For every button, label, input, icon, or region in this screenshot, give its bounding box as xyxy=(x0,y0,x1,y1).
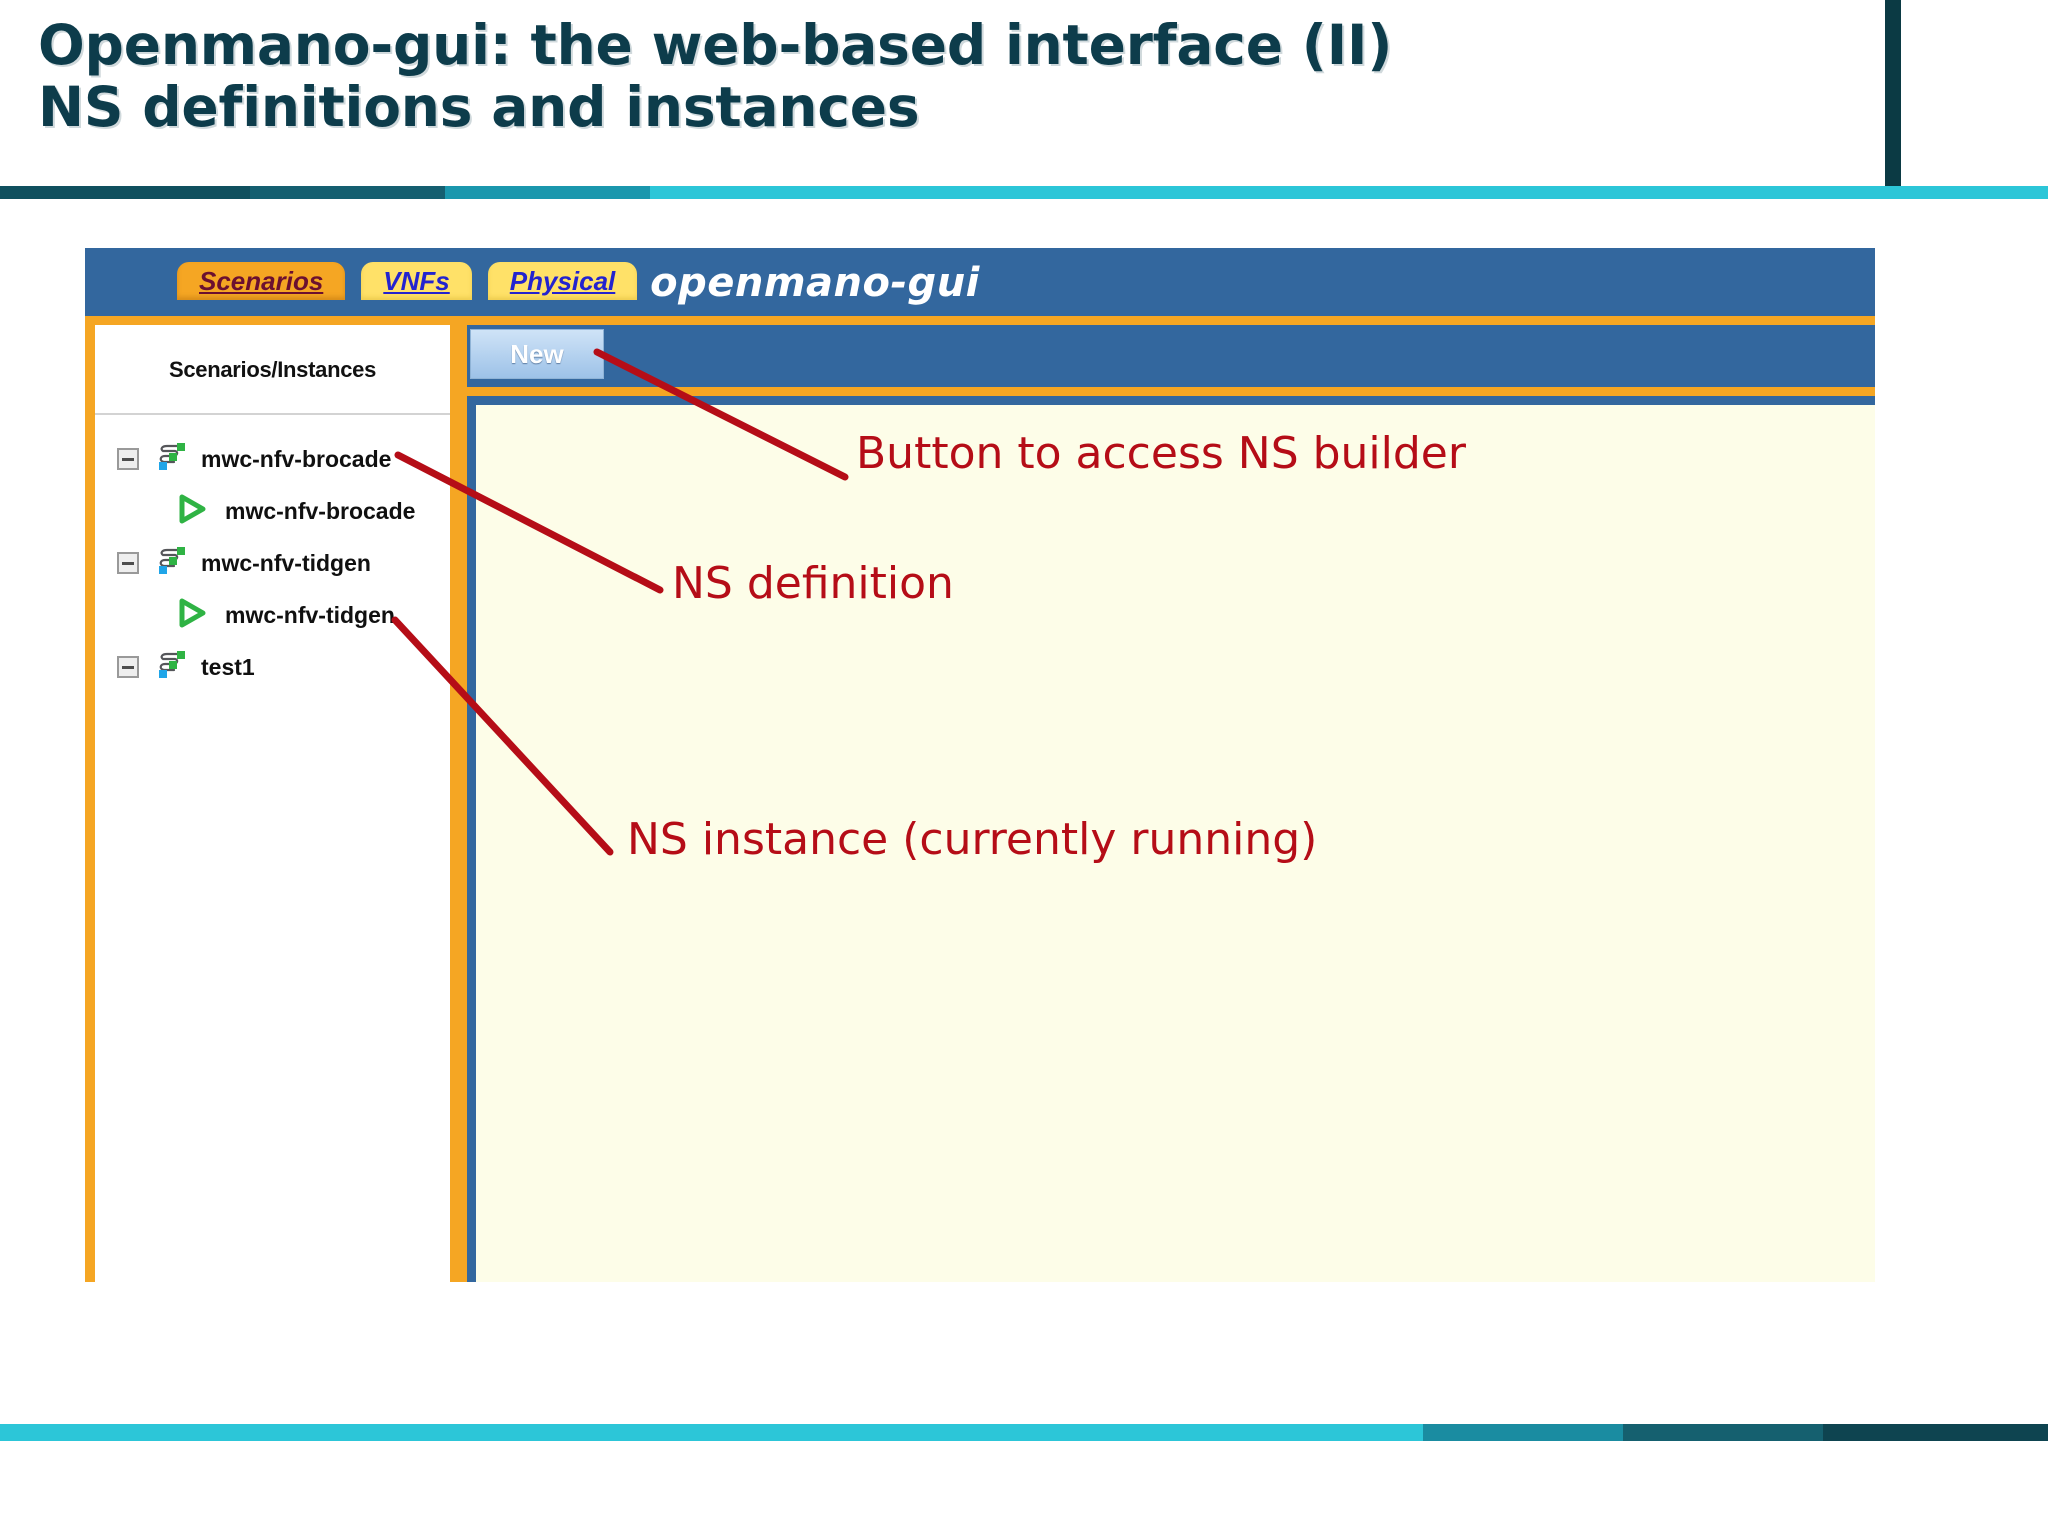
tree-item-label: mwc-nfv-brocade xyxy=(225,497,416,524)
bottom-band-segment-1 xyxy=(0,1424,1423,1441)
tab-physical[interactable]: Physical xyxy=(487,262,638,300)
sidebar-column: Scenarios/Instances xyxy=(85,325,458,1282)
network-topology-icon xyxy=(153,440,187,478)
bottom-band-segment-2 xyxy=(1423,1424,1623,1441)
sidebar-header-label: Scenarios/Instances xyxy=(95,325,450,415)
network-topology-icon xyxy=(153,648,187,686)
tab-vnfs[interactable]: VNFs xyxy=(361,262,472,300)
play-triangle-icon xyxy=(175,596,209,634)
sidebar-panel: Scenarios/Instances xyxy=(95,325,450,1282)
tree-row-instance-brocade[interactable]: mwc-nfv-brocade xyxy=(95,485,450,537)
bottom-band-segment-3 xyxy=(1623,1424,1823,1441)
top-band-segment-4 xyxy=(650,186,2048,199)
tree-item-label: test1 xyxy=(201,653,255,680)
gui-header-bar: Scenarios VNFs Physical openmano-gui xyxy=(85,248,1875,316)
collapse-minus-icon[interactable] xyxy=(117,448,139,470)
header-orange-rule xyxy=(85,316,1875,325)
tree-item-label: mwc-nfv-brocade xyxy=(201,445,392,472)
openmano-gui-window: Scenarios VNFs Physical openmano-gui Sce… xyxy=(85,248,1875,1282)
scenarios-tree: mwc-nfv-brocade mwc-nfv-brocade xyxy=(95,415,450,693)
bottom-divider-band xyxy=(0,1424,2048,1441)
play-triangle-icon xyxy=(175,492,209,530)
tab-scenarios[interactable]: Scenarios xyxy=(177,262,346,300)
network-topology-icon xyxy=(153,544,187,582)
top-band-segment-2 xyxy=(250,186,445,199)
tree-row-scenario-test1[interactable]: test1 xyxy=(95,641,450,693)
page-title: Openmano-gui: the web-based interface (I… xyxy=(38,13,1393,140)
content-canvas[interactable] xyxy=(467,396,1875,1282)
tree-row-instance-tidgen[interactable]: mwc-nfv-tidgen xyxy=(95,589,450,641)
tab-strip: Scenarios VNFs Physical xyxy=(177,262,638,300)
collapse-minus-icon[interactable] xyxy=(117,656,139,678)
tree-item-label: mwc-nfv-tidgen xyxy=(225,601,395,628)
new-button[interactable]: New xyxy=(470,329,604,379)
tree-item-label: mwc-nfv-tidgen xyxy=(201,549,371,576)
annotation-label-ns-builder: Button to access NS builder xyxy=(856,428,1466,479)
content-toolbar: New xyxy=(467,325,1875,387)
annotation-label-ns-instance: NS instance (currently running) xyxy=(627,814,1318,865)
top-band-segment-3 xyxy=(445,186,650,199)
tree-row-scenario-brocade[interactable]: mwc-nfv-brocade xyxy=(95,433,450,485)
top-divider-band xyxy=(0,186,2048,199)
annotation-label-ns-definition: NS definition xyxy=(672,558,954,609)
title-vertical-rule xyxy=(1885,0,1901,190)
collapse-minus-icon[interactable] xyxy=(117,552,139,574)
gui-body: Scenarios/Instances xyxy=(85,325,1875,1282)
top-band-segment-1 xyxy=(0,186,250,199)
tree-row-scenario-tidgen[interactable]: mwc-nfv-tidgen xyxy=(95,537,450,589)
bottom-band-segment-4 xyxy=(1823,1424,2048,1441)
content-column: New xyxy=(458,325,1875,1282)
toolbar-orange-rule xyxy=(467,387,1875,396)
app-logo-text: openmano-gui xyxy=(650,260,980,306)
